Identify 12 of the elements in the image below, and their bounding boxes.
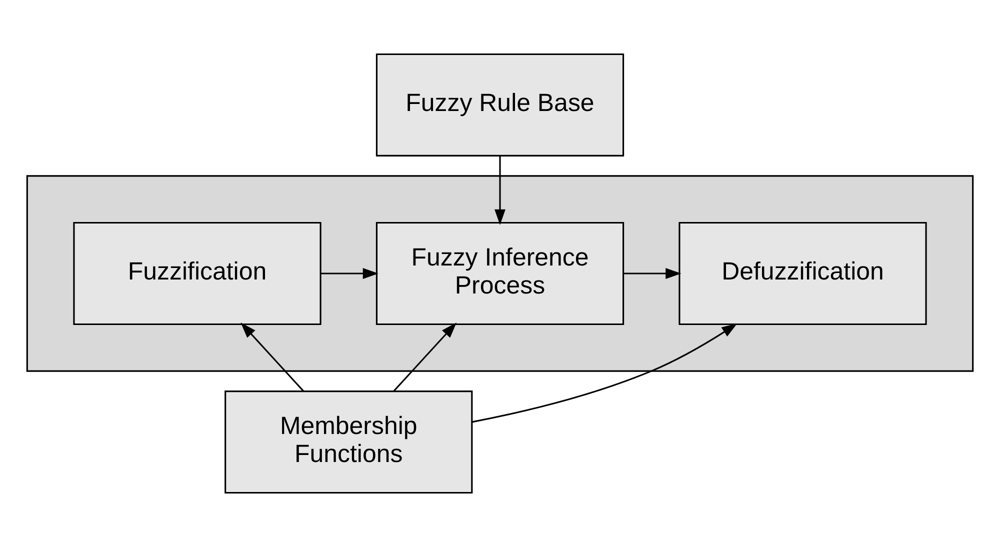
arrow: [240, 322, 304, 392]
arrow: [472, 323, 738, 423]
node-box: Fuzzification: [73, 222, 322, 325]
node-box: Defuzzification: [678, 222, 927, 325]
arrow: [494, 156, 506, 226]
arrow: [624, 268, 682, 279]
arrow: [393, 322, 457, 392]
cluster: [26, 175, 974, 372]
node-box: Membership Functions: [224, 390, 473, 494]
node-box: Fuzzy Inference Process: [376, 222, 624, 325]
arrow: [320, 268, 378, 279]
node-box: Fuzzy Rule Base: [376, 53, 624, 156]
